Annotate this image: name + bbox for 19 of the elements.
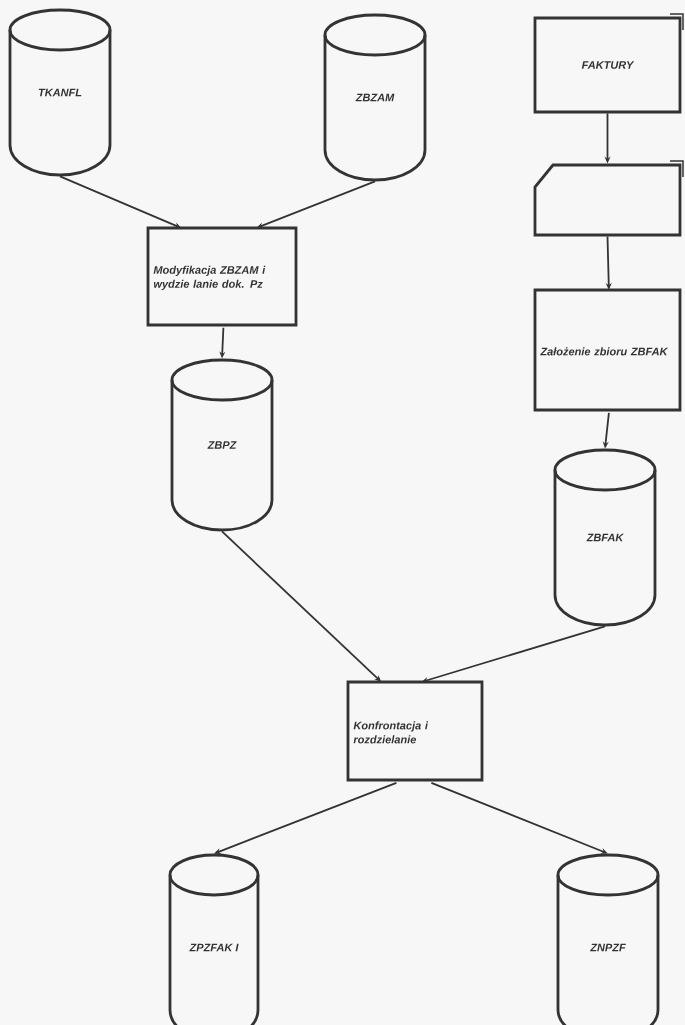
- node-label: ZPZFAK I: [189, 943, 239, 952]
- node-label: ZNPZF: [590, 943, 626, 952]
- process-box: Modyfikacja ZBZAM i wydzie lanie dok. Pz: [146, 226, 298, 327]
- arrow: [214, 781, 398, 854]
- node-label: ZBFAK: [586, 533, 624, 542]
- storage-cylinder: ZBFAK: [553, 448, 657, 627]
- node-label: ZBZAM: [355, 93, 395, 102]
- process-box: Konfrontacja i rozdzielanie: [346, 680, 484, 782]
- storage-cylinder: ZNPZF: [556, 853, 660, 1025]
- storage-cylinder: ZPZFAK I: [168, 853, 260, 1025]
- storage-cylinder: ZBZAM: [323, 13, 427, 182]
- storage-cylinder: ZBPZ: [170, 358, 274, 532]
- node-label: ZBPZ: [207, 441, 237, 449]
- process-box: Założenie zbioru ZBFAK: [533, 288, 682, 412]
- document-box: FAKTURY: [533, 13, 684, 114]
- node-label: TKANFL: [38, 88, 82, 97]
- punch-card: [533, 160, 684, 237]
- arrow: [430, 781, 608, 854]
- storage-cylinder: TKANFL: [8, 8, 112, 177]
